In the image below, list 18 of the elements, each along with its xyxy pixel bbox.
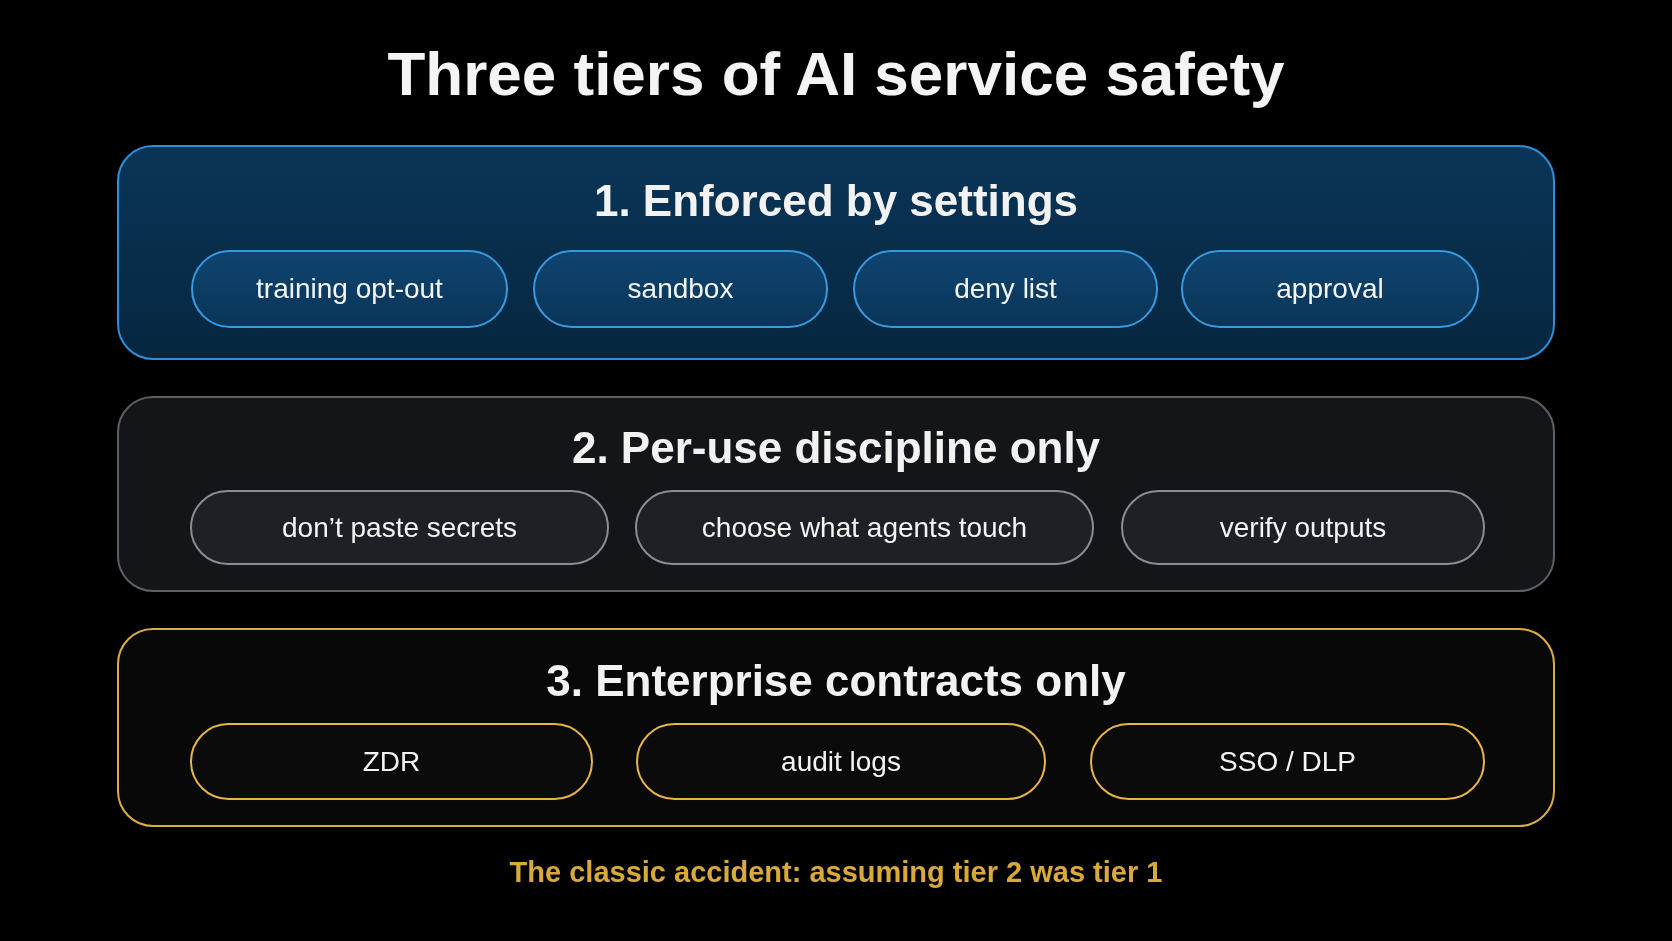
practice-pill: ZDR [190, 723, 593, 800]
tier-heading: 2. Per-use discipline only [571, 422, 1101, 474]
practice-pill: audit logs [636, 723, 1046, 800]
tier-heading: 1. Enforced by settings [593, 175, 1079, 227]
practice-pill: approval [1181, 250, 1479, 328]
caption-text: The classic accident: assuming tier 2 was tier 1 [508, 855, 1164, 890]
practice-pill: choose what agents touch [635, 490, 1094, 565]
tier-panel [117, 628, 1555, 827]
practice-pill: training opt-out [191, 250, 508, 328]
diagram-title: Three tiers of AI service safety [386, 38, 1286, 110]
practice-pill: sandbox [533, 250, 828, 328]
practice-pill: deny list [853, 250, 1158, 328]
practice-pill: verify outputs [1121, 490, 1485, 565]
tier-heading: 3. Enterprise contracts only [546, 655, 1126, 707]
tier-panel [117, 145, 1555, 360]
practice-pill: don’t paste secrets [190, 490, 609, 565]
practice-pill: SSO / DLP [1090, 723, 1485, 800]
tier-panel [117, 396, 1555, 592]
